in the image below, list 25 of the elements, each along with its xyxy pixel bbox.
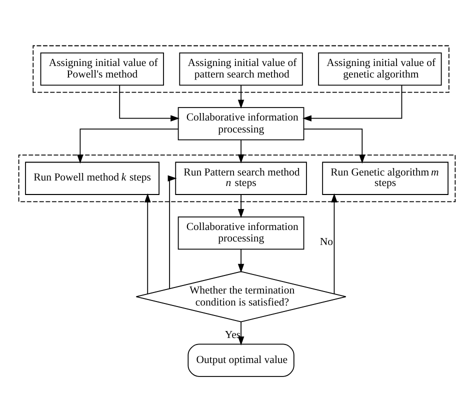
- arrow: [238, 194, 244, 218]
- arrow: [77, 128, 179, 164]
- edge-label: No: [320, 235, 334, 248]
- cluster: [32, 44, 450, 92]
- arrow: [304, 128, 366, 164]
- arrow: [119, 84, 180, 121]
- arrow: [238, 248, 244, 272]
- node-box: Collaborative information processing: [178, 216, 304, 250]
- node-box: Assigning initial value of genetic algorithm: [318, 52, 442, 86]
- node-box: Output optimal value: [188, 343, 294, 376]
- arrow: [302, 84, 402, 121]
- arrow: [238, 320, 244, 345]
- edge-label: Yes: [224, 328, 241, 340]
- node-box: Assigning initial value of Powell's method: [40, 52, 164, 86]
- node-box: Run Genetic algorithm m steps: [322, 161, 448, 194]
- arrow: [168, 174, 177, 288]
- node-box: Collaborative information processing: [178, 106, 304, 140]
- node-box: Run Powell method k steps: [25, 161, 160, 194]
- arrow: [331, 192, 338, 294]
- arrow: [144, 192, 151, 294]
- arrow: [238, 84, 244, 108]
- node-box: Run Pattern search method n steps: [175, 161, 307, 194]
- node-box: Assigning initial value of pattern search method: [179, 52, 303, 86]
- node-diamond: Whether the termination condition is satisfied?: [136, 270, 346, 322]
- arrow: [238, 139, 244, 163]
